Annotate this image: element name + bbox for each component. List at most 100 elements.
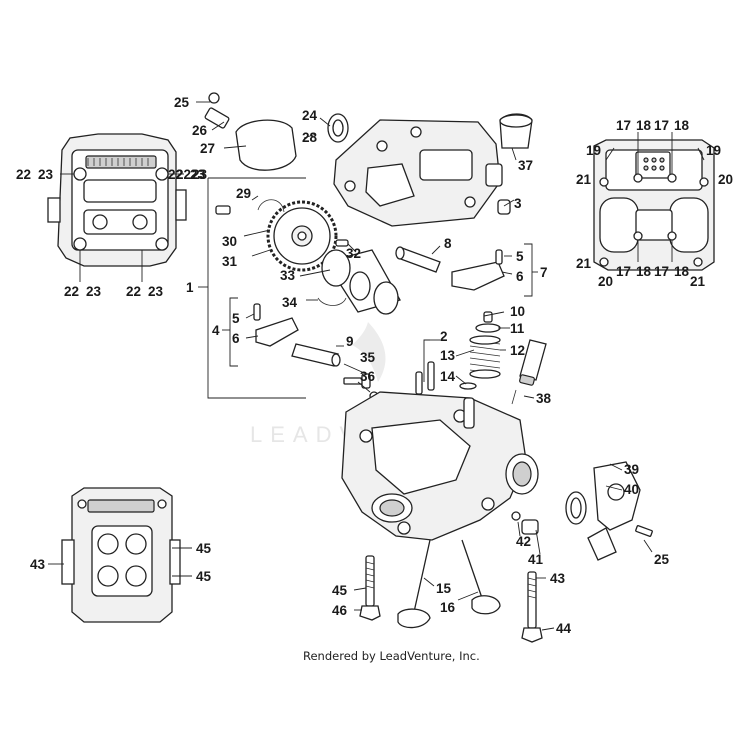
callout-40: 40 (624, 482, 639, 497)
callout-32: 32 (346, 246, 361, 261)
callout-22: 22 (64, 284, 79, 299)
rocker-arm-intake (253, 303, 299, 347)
callout-21: 21 (690, 274, 706, 289)
callout-19: 19 (706, 143, 721, 158)
callout-18: 18 (674, 118, 690, 133)
cam-bolt (215, 205, 231, 215)
temperature-sensor (511, 511, 539, 535)
valve-keeper (483, 311, 493, 323)
callout-18: 18 (674, 264, 690, 279)
sensor-housing (204, 92, 297, 171)
head-stud-right (527, 571, 537, 629)
callout-35: 35 (360, 350, 376, 365)
callout-10: 10 (510, 304, 525, 319)
callout-6: 6 (232, 331, 240, 346)
callout-16: 16 (440, 600, 456, 615)
callout-25: 25 (654, 552, 670, 567)
callout-6: 6 (516, 269, 524, 284)
breather-cap (499, 113, 533, 149)
stud-nut-right (521, 627, 543, 643)
callout-44: 44 (556, 621, 572, 636)
callout-39: 39 (624, 462, 639, 477)
intake-valve (397, 539, 431, 629)
callout-14: 14 (440, 369, 456, 384)
rocker-shaft-upper (395, 246, 441, 273)
callout-22: 22 (126, 284, 141, 299)
callout-27: 27 (200, 141, 215, 156)
housing-bolt (635, 525, 653, 537)
callout-23: 23 (190, 167, 206, 182)
callout-37: 37 (518, 158, 533, 173)
callout-2: 2 (440, 329, 448, 344)
callout-19: 19 (586, 143, 601, 158)
callout-17: 17 (654, 264, 669, 279)
callout-20: 20 (598, 274, 613, 289)
callout-3: 3 (514, 196, 522, 211)
callout-45: 45 (332, 583, 348, 598)
callout-38: 38 (536, 391, 552, 406)
callout-1: 1 (186, 280, 194, 295)
head-stud-left (365, 555, 375, 607)
callout-33: 33 (280, 268, 296, 283)
cylinder-head (341, 361, 539, 541)
breather-seal (327, 113, 349, 143)
cam-sprocket (266, 200, 338, 272)
callout-43: 43 (550, 571, 566, 586)
callout-18: 18 (636, 264, 652, 279)
valve-cover-assembly (333, 119, 503, 227)
callout-22: 22 (176, 167, 191, 182)
callout-34: 34 (282, 295, 298, 310)
callout-15: 15 (436, 581, 452, 596)
callout-13: 13 (440, 348, 456, 363)
callout-25: 25 (174, 95, 190, 110)
callout-29: 29 (236, 186, 251, 201)
callout-23: 23 (38, 167, 54, 182)
callout-20: 20 (718, 172, 733, 187)
callout-21: 21 (576, 172, 592, 187)
callout-18: 18 (636, 118, 652, 133)
callout-43: 43 (30, 557, 46, 572)
cylinder-head-top-view-left (47, 133, 187, 267)
callout-8: 8 (444, 236, 452, 251)
callout-24: 24 (302, 108, 318, 123)
callout-23: 23 (148, 284, 164, 299)
callout-11: 11 (510, 321, 525, 336)
callout-22: 22 (16, 167, 31, 182)
valve-cover-underside-view (593, 139, 715, 271)
callout-26: 26 (192, 123, 208, 138)
callout-31: 31 (222, 254, 238, 269)
callout-23: 23 (192, 167, 208, 182)
cam-pin (335, 239, 349, 247)
valve-retainer (475, 323, 501, 333)
rocker-shaft-lower (291, 343, 341, 367)
cover-plug (497, 199, 511, 215)
valve-seal (459, 382, 477, 390)
callout-4: 4 (212, 323, 220, 338)
snap-ring (257, 199, 285, 213)
callout-17: 17 (616, 264, 631, 279)
callout-22: 22 (168, 167, 183, 182)
callout-42: 42 (516, 534, 531, 549)
caption: Rendered by LeadVenture, Inc. (303, 649, 480, 663)
callout-45: 45 (196, 541, 212, 556)
callout-46: 46 (332, 603, 348, 618)
valve-spring (469, 335, 501, 379)
camshaft (321, 249, 401, 315)
callout-12: 12 (510, 343, 525, 358)
callout-28: 28 (302, 130, 318, 145)
callout-17: 17 (654, 118, 669, 133)
callout-36: 36 (360, 369, 376, 384)
rocker-arm-exhaust (451, 249, 505, 291)
callout-9: 9 (346, 334, 354, 349)
stud-nut-left (359, 605, 381, 621)
callout-7: 7 (540, 265, 548, 280)
callout-5: 5 (232, 311, 240, 326)
callout-5: 5 (516, 249, 524, 264)
callout-21: 21 (576, 256, 592, 271)
callout-17: 17 (616, 118, 631, 133)
cam-washer (317, 297, 347, 306)
gasket (565, 491, 587, 525)
spark-plug (511, 339, 547, 405)
